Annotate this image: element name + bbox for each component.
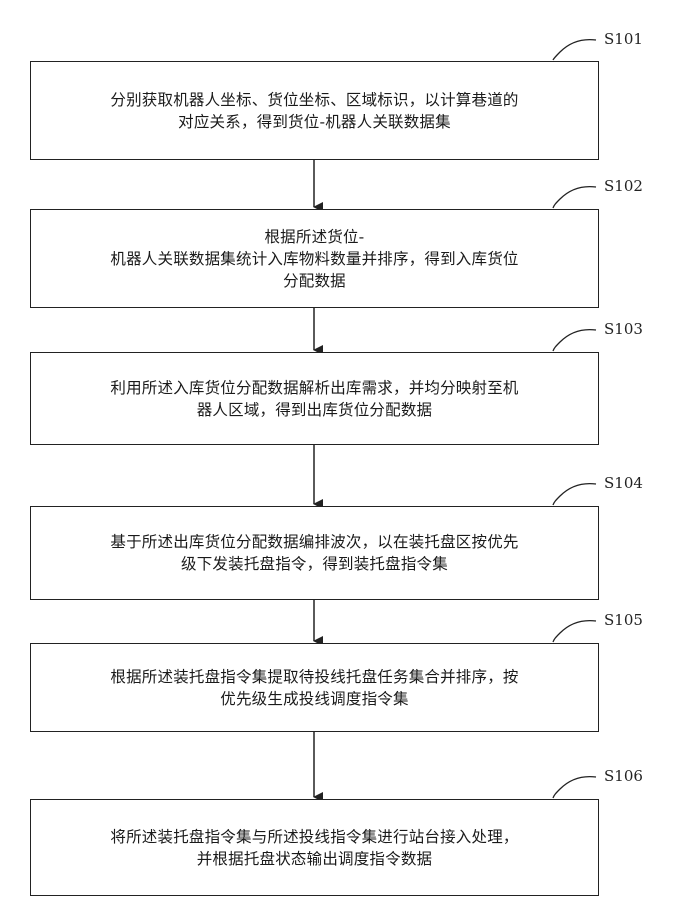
leader-curve-s105 — [553, 621, 596, 642]
step-box-s101: 分别获取机器人坐标、货位坐标、区域标识，以计算巷道的 对应关系，得到货位-机器人… — [30, 61, 599, 160]
step-text-s104: 基于所述出库货位分配数据编排波次，以在装托盘区按优先 级下发装托盘指令，得到装托… — [110, 531, 518, 575]
step-box-s103: 利用所述入库货位分配数据解析出库需求，并均分映射至机 器人区域，得到出库货位分配… — [30, 352, 599, 445]
step-box-s102: 根据所述货位- 机器人关联数据集统计入库物料数量并排序，得到入库货位 分配数据 — [30, 209, 599, 308]
leader-curve-s102 — [553, 187, 596, 208]
step-text-s102: 根据所述货位- 机器人关联数据集统计入库物料数量并排序，得到入库货位 分配数据 — [110, 226, 518, 292]
step-text-s105: 根据所述装托盘指令集提取待投线托盘任务集合并排序，按 优先级生成投线调度指令集 — [110, 666, 518, 710]
step-text-s101: 分别获取机器人坐标、货位坐标、区域标识，以计算巷道的 对应关系，得到货位-机器人… — [110, 89, 518, 133]
step-box-s104: 基于所述出库货位分配数据编排波次，以在装托盘区按优先 级下发装托盘指令，得到装托… — [30, 506, 599, 600]
leader-curve-s104 — [553, 484, 596, 505]
step-text-s103: 利用所述入库货位分配数据解析出库需求，并均分映射至机 器人区域，得到出库货位分配… — [110, 377, 518, 421]
step-label-s106: S106 — [604, 767, 643, 785]
leader-curve-s103 — [553, 330, 596, 351]
step-box-s105: 根据所述装托盘指令集提取待投线托盘任务集合并排序，按 优先级生成投线调度指令集 — [30, 643, 599, 732]
step-label-s104: S104 — [604, 474, 643, 492]
step-text-s106: 将所述装托盘指令集与所述投线指令集进行站台接入处理， 并根据托盘状态输出调度指令… — [110, 826, 518, 870]
step-label-s102: S102 — [604, 177, 643, 195]
step-label-s105: S105 — [604, 611, 643, 629]
step-label-s101: S101 — [604, 30, 643, 48]
step-box-s106: 将所述装托盘指令集与所述投线指令集进行站台接入处理， 并根据托盘状态输出调度指令… — [30, 799, 599, 896]
step-label-s103: S103 — [604, 320, 643, 338]
leader-curve-s106 — [553, 777, 596, 798]
leader-curve-s101 — [553, 40, 596, 60]
